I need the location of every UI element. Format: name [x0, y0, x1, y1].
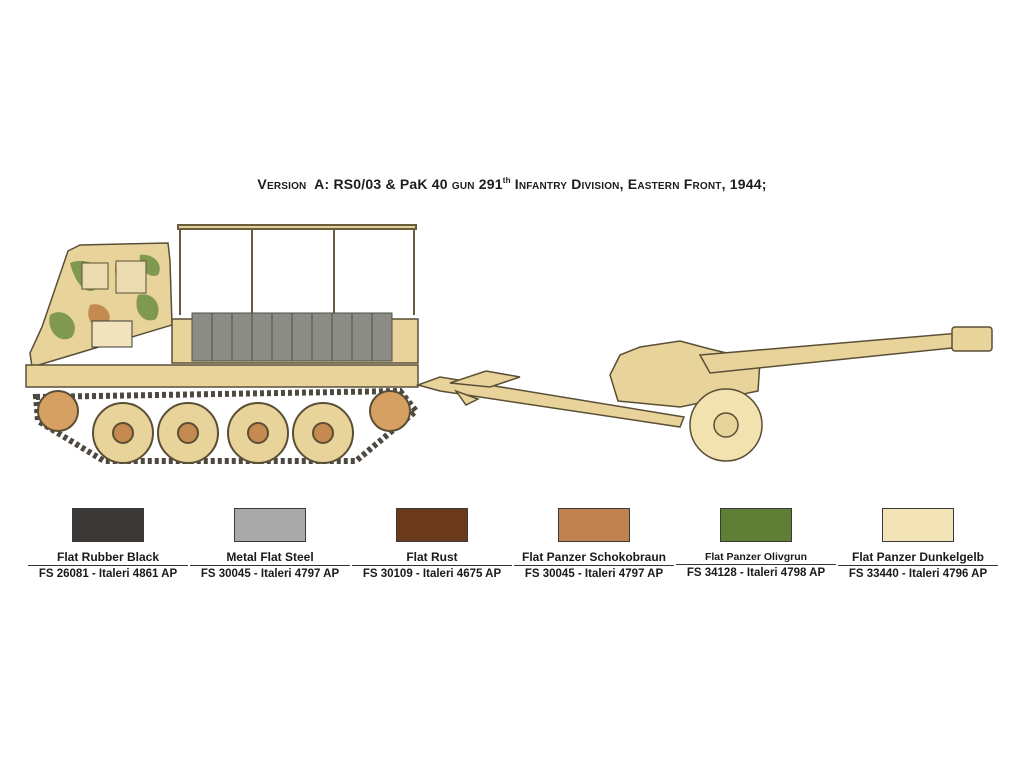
- swatch-2: Metal Flat Steel FS 30045 - Italeri 4797…: [190, 508, 350, 580]
- color-chip: [720, 508, 792, 542]
- swatch-code: FS 30045 - Italeri 4797 AP: [200, 568, 340, 580]
- swatch-name: Flat Panzer Schokobraun: [514, 550, 674, 566]
- color-chip: [558, 508, 630, 542]
- ampersand: &: [385, 176, 396, 192]
- swatch-6: Flat Panzer Dunkelgelb FS 33440 - Italer…: [838, 508, 998, 580]
- chassis: [25, 364, 419, 388]
- cargo-frame: [177, 224, 417, 315]
- swatch-code: FS 34128 - Italeri 4798 AP: [686, 567, 826, 579]
- swatch-1: Flat Rubber Black FS 26081 - Italeri 486…: [28, 508, 188, 580]
- tractor-cab: [29, 242, 173, 368]
- swatch-code: FS 30109 - Italeri 4675 AP: [362, 568, 502, 580]
- swatch-name: Flat Panzer Olivgrun: [676, 550, 836, 565]
- swatch-5: Flat Panzer Olivgrun FS 34128 - Italeri …: [676, 508, 836, 579]
- gun-name: PaK 40: [399, 176, 448, 192]
- division-suffix: th: [502, 176, 511, 185]
- swatch-code: FS 26081 - Italeri 4861 AP: [38, 568, 178, 580]
- track: [32, 387, 421, 464]
- swatch-name: Flat Rubber Black: [28, 550, 188, 566]
- version-letter: A:: [314, 176, 330, 192]
- vehicle-illustration: [25, 224, 993, 464]
- color-chip: [234, 508, 306, 542]
- color-chip: [72, 508, 144, 542]
- color-chip: [882, 508, 954, 542]
- cargo-bed: [171, 312, 419, 364]
- version-label: Version: [257, 176, 307, 192]
- road-wheels: [37, 390, 411, 464]
- swatch-3: Flat Rust FS 30109 - Italeri 4675 AP: [352, 508, 512, 580]
- swatch-name: Flat Panzer Dunkelgelb: [838, 550, 998, 566]
- page-title: Version A: RS0/03 & PaK 40 gun 291th Inf…: [0, 176, 1024, 192]
- swatch-name: Metal Flat Steel: [190, 550, 350, 566]
- swatch-4: Flat Panzer Schokobraun FS 30045 - Itale…: [514, 508, 674, 580]
- division-number: 291: [478, 176, 503, 192]
- swatch-code: FS 33440 - Italeri 4796 AP: [848, 568, 988, 580]
- gun-word: gun: [451, 176, 475, 192]
- swatch-code: FS 30045 - Italeri 4797 AP: [524, 568, 664, 580]
- swatch-name: Flat Rust: [352, 550, 512, 566]
- division-text: Infantry Division, Eastern Front, 1944;: [514, 176, 767, 192]
- tow-trail: [415, 370, 686, 428]
- paint-swatch-row: Flat Rubber Black FS 26081 - Italeri 486…: [28, 508, 1008, 588]
- vehicle-name: RS0/03: [333, 176, 382, 192]
- pak40-gun: [609, 326, 993, 462]
- color-chip: [396, 508, 468, 542]
